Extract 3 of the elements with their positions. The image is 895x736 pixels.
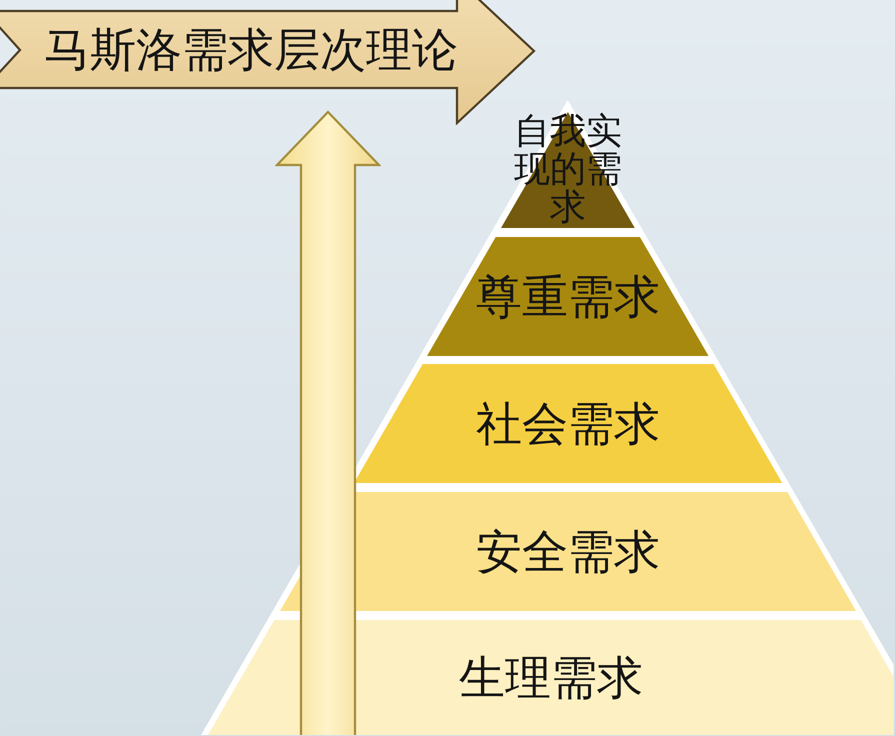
pyramid-tier: 尊重需求 (427, 237, 709, 356)
pyramid-tier: 生理需求 (208, 620, 894, 735)
pyramid-tier: 社会需求 (354, 364, 782, 483)
